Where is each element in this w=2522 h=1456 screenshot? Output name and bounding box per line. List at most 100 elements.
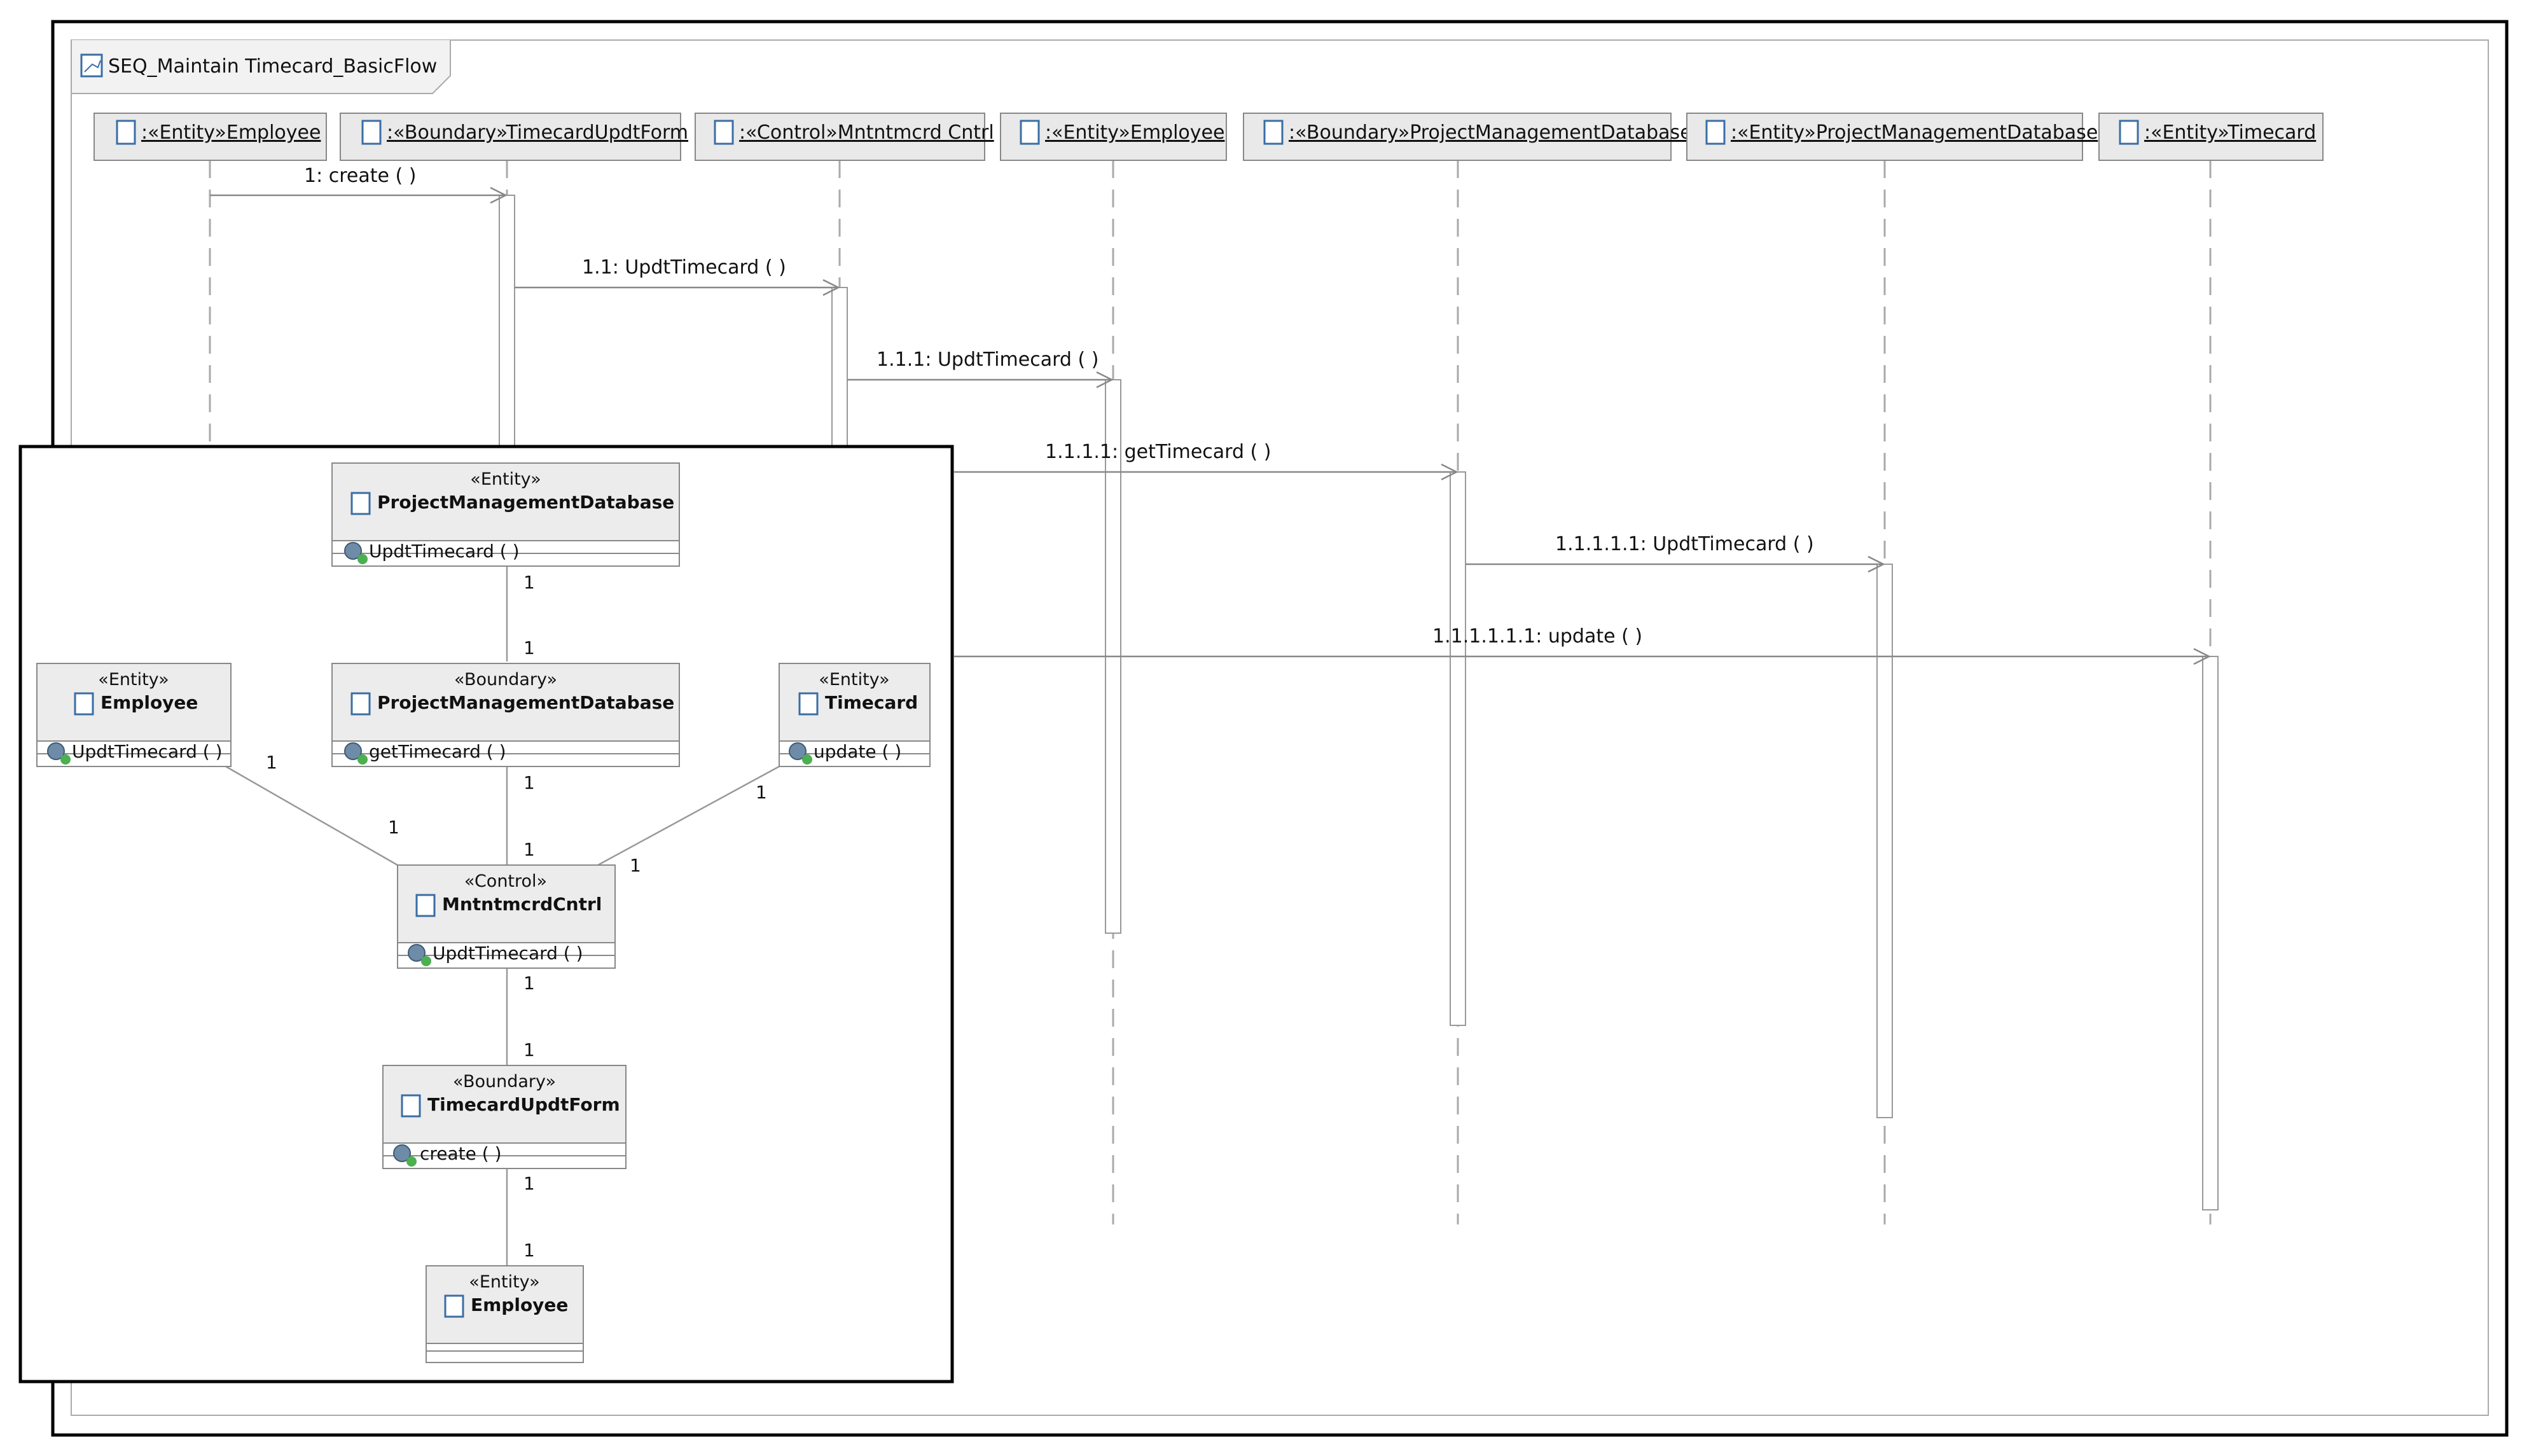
- message-update: 1.1.1.1.1.1: update ( ): [954, 625, 2211, 665]
- class-icon: [2119, 120, 2139, 145]
- class-boundary-timecard-updt-form[interactable]: «Boundary» TimecardUpdtForm create ( ): [382, 1065, 627, 1169]
- message-updt-timecard-2: 1.1.1: UpdtTimecard ( ): [847, 349, 1114, 389]
- message-label: 1.1.1.1: getTimecard ( ): [1045, 441, 1271, 463]
- class-icon: [1705, 120, 1726, 145]
- lifeline-employee[interactable]: :«Entity»Employee: [94, 113, 327, 161]
- class-icon: [350, 492, 371, 515]
- class-boundary-pm-database[interactable]: «Boundary» ProjectManagementDatabase get…: [331, 663, 680, 767]
- class-entity-pm-database[interactable]: «Entity» ProjectManagementDatabase UpdtT…: [331, 462, 680, 567]
- class-icon: [401, 1094, 421, 1118]
- activation-mntntmcrd-cntrl: [831, 287, 848, 466]
- activation-boundary-pm-database: [1450, 471, 1466, 1026]
- sequence-diagram-icon: [80, 53, 103, 78]
- lifeline-timecard-updt-form[interactable]: :«Boundary»TimecardUpdtForm: [340, 113, 688, 161]
- multiplicity-label: 1: [523, 1173, 535, 1194]
- multiplicity-label: 1: [523, 1240, 535, 1261]
- message-label: 1.1: UpdtTimecard ( ): [582, 256, 786, 279]
- multiplicity-label: 1: [523, 572, 535, 593]
- class-icon: [361, 120, 382, 145]
- messages: 1: create ( ) 1.1: UpdtTimecard ( ) 1.1.…: [210, 165, 2211, 665]
- message-create: 1: create ( ): [210, 165, 508, 204]
- class-stereotype: «Entity»: [819, 670, 889, 690]
- message-label: 1.1.1.1.1.1: update ( ): [1432, 625, 1642, 648]
- class-stereotype: «Entity»: [469, 1272, 539, 1292]
- multiplicities: 1 1 1 1 1 1 1 1 1 1 1 1: [266, 572, 767, 1261]
- multiplicity-label: 1: [523, 772, 535, 793]
- class-operation: UpdtTimecard ( ): [433, 943, 583, 964]
- activation-timecard: [2202, 656, 2219, 1210]
- operation-gear-icon: [789, 742, 812, 765]
- class-operation: UpdtTimecard ( ): [369, 541, 520, 562]
- operation-gear-icon: [393, 1144, 417, 1167]
- class-name: Employee: [100, 692, 198, 713]
- operation-gear-icon: [344, 542, 368, 564]
- lifeline-label: :«Boundary»TimecardUpdtForm: [387, 121, 688, 144]
- message-label: 1.1.1.1.1: UpdtTimecard ( ): [1555, 533, 1814, 555]
- frame-title: SEQ_Maintain Timecard_BasicFlow: [108, 55, 437, 78]
- class-name: TimecardUpdtForm: [427, 1094, 620, 1115]
- class-operation: update ( ): [814, 741, 901, 762]
- class-icon: [444, 1294, 464, 1318]
- class-operation: create ( ): [420, 1143, 502, 1164]
- class-name: Employee: [471, 1294, 568, 1315]
- multiplicity-label: 1: [266, 752, 277, 773]
- lifeline-entity-pm-database[interactable]: :«Entity»ProjectManagementDatabase: [1686, 113, 2098, 161]
- class-icon: [714, 120, 734, 145]
- class-entity-timecard[interactable]: «Entity» Timecard update ( ): [779, 663, 931, 767]
- multiplicity-label: 1: [523, 1039, 535, 1060]
- multiplicity-label: 1: [630, 855, 641, 876]
- lifeline-boundary-pm-database[interactable]: :«Boundary»ProjectManagementDatabase: [1243, 113, 1692, 161]
- multiplicity-label: 1: [523, 637, 535, 658]
- multiplicity-label: 1: [388, 817, 399, 838]
- message-updt-timecard-1: 1.1: UpdtTimecard ( ): [515, 256, 840, 296]
- lifeline-label: :«Entity»Timecard: [2144, 121, 2316, 144]
- class-stereotype: «Control»: [464, 871, 547, 891]
- class-operation: UpdtTimecard ( ): [72, 741, 223, 762]
- class-control-mntntmcrd-cntrl[interactable]: «Control» MntntmcrdCntrl UpdtTimecard ( …: [397, 864, 616, 969]
- class-icon: [1263, 120, 1284, 145]
- class-icon: [415, 894, 436, 917]
- class-icon: [116, 120, 136, 145]
- multiplicity-label: 1: [523, 973, 535, 994]
- message-get-timecard: 1.1.1.1: getTimecard ( ): [954, 441, 1458, 481]
- class-stereotype: «Entity»: [98, 670, 169, 690]
- class-operation: getTimecard ( ): [369, 741, 506, 762]
- operation-gear-icon: [344, 742, 368, 765]
- class-name: ProjectManagementDatabase: [377, 492, 674, 513]
- class-icon: [350, 692, 371, 716]
- class-icon: [1020, 120, 1040, 145]
- class-stereotype: «Entity»: [470, 469, 541, 489]
- class-name: MntntmcrdCntrl: [442, 894, 602, 915]
- class-stereotype: «Boundary»: [453, 1072, 556, 1092]
- activation-entity-pm-database: [1876, 564, 1893, 1118]
- lifeline-label: :«Entity»Employee: [1045, 121, 1224, 144]
- multiplicity-label: 1: [523, 839, 535, 860]
- class-icon: [74, 692, 94, 716]
- operation-gear-icon: [408, 944, 431, 966]
- operation-gear-icon: [47, 742, 71, 765]
- lifeline-mntntmcrd-cntrl[interactable]: :«Control»Mntntmcrd Cntrl: [695, 113, 994, 161]
- lifeline-label: :«Boundary»ProjectManagementDatabase: [1289, 121, 1692, 144]
- message-label: 1.1.1: UpdtTimecard ( ): [876, 349, 1098, 371]
- message-updt-timecard-3: 1.1.1.1.1: UpdtTimecard ( ): [1465, 533, 1885, 573]
- class-name: ProjectManagementDatabase: [377, 692, 674, 713]
- lifeline-label: :«Entity»ProjectManagementDatabase: [1731, 121, 2098, 144]
- lifeline-label: :«Control»Mntntmcrd Cntrl: [739, 121, 994, 144]
- lifeline-label: :«Entity»Employee: [141, 121, 321, 144]
- class-diagram-overlay: 1 1 1 1 1 1 1 1 1 1 1 1 «Entity» Project…: [18, 445, 954, 1383]
- lifeline-employee-2[interactable]: :«Entity»Employee: [1000, 113, 1227, 161]
- frame-title-tab: SEQ_Maintain Timecard_BasicFlow: [71, 40, 451, 94]
- association-employee-control: [225, 765, 398, 866]
- class-name: Timecard: [825, 692, 918, 713]
- class-stereotype: «Boundary»: [454, 670, 557, 690]
- class-entity-employee[interactable]: «Entity» Employee UpdtTimecard ( ): [36, 663, 232, 767]
- association-timecard-control: [597, 765, 780, 866]
- message-label: 1: create ( ): [304, 165, 416, 187]
- associations: [225, 566, 780, 1266]
- lifeline-timecard[interactable]: :«Entity»Timecard: [2098, 113, 2324, 161]
- activation-timecard-updt-form: [499, 195, 515, 463]
- class-icon: [798, 692, 819, 716]
- multiplicity-label: 1: [756, 782, 767, 803]
- class-entity-employee-2[interactable]: «Entity» Employee: [426, 1265, 584, 1363]
